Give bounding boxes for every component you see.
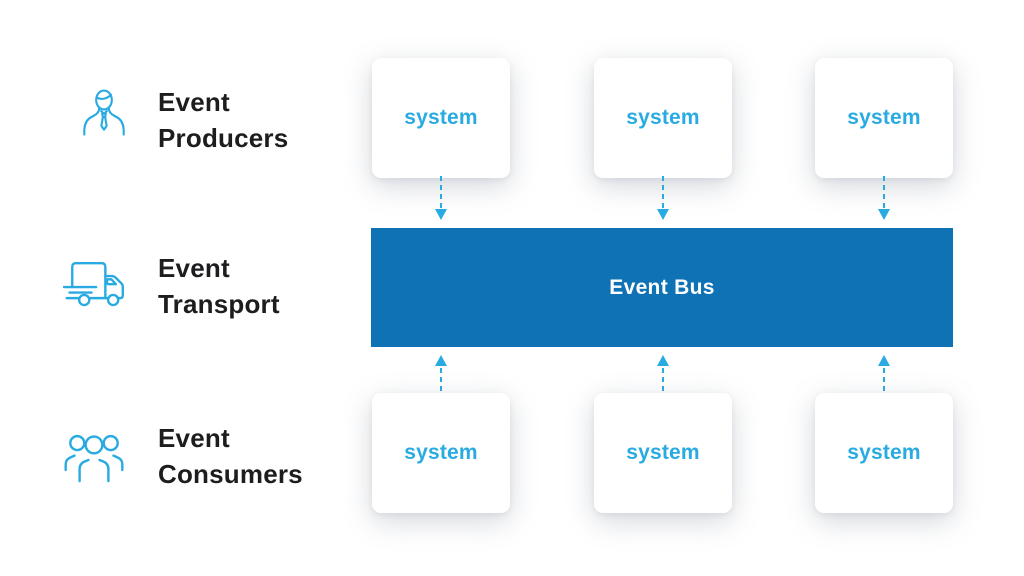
arrow-down-icon: [435, 176, 447, 220]
consumer-system-label-2: system: [626, 441, 700, 464]
arrow-up-icon: [878, 355, 890, 392]
arrow-down-icon: [657, 176, 669, 220]
producer-system-label-1: system: [404, 106, 478, 129]
producer-system-card-2: system: [594, 58, 732, 178]
delivery-truck-icon: [63, 261, 125, 307]
legend-label-event-transport: Event Transport: [158, 253, 280, 319]
arrow-down-icon: [878, 176, 890, 220]
people-group-icon: [64, 434, 124, 483]
consumer-system-label-3: system: [847, 441, 921, 464]
producer-system-card-3: system: [815, 58, 953, 178]
producer-system-label-3: system: [847, 106, 921, 129]
arrow-up-icon: [657, 355, 669, 392]
consumer-system-card-2: system: [594, 393, 732, 513]
businessman-icon: [83, 89, 125, 136]
consumer-system-card-1: system: [372, 393, 510, 513]
arrow-up-icon: [435, 355, 447, 392]
legend-label-event-producers: Event Producers: [158, 87, 289, 153]
consumer-system-label-1: system: [404, 441, 478, 464]
consumer-system-card-3: system: [815, 393, 953, 513]
event-bus-bar: Event Bus: [371, 228, 953, 347]
producer-system-card-1: system: [372, 58, 510, 178]
producer-system-label-2: system: [626, 106, 700, 129]
legend-label-event-consumers: Event Consumers: [158, 423, 303, 489]
event-bus-label: Event Bus: [609, 275, 715, 299]
